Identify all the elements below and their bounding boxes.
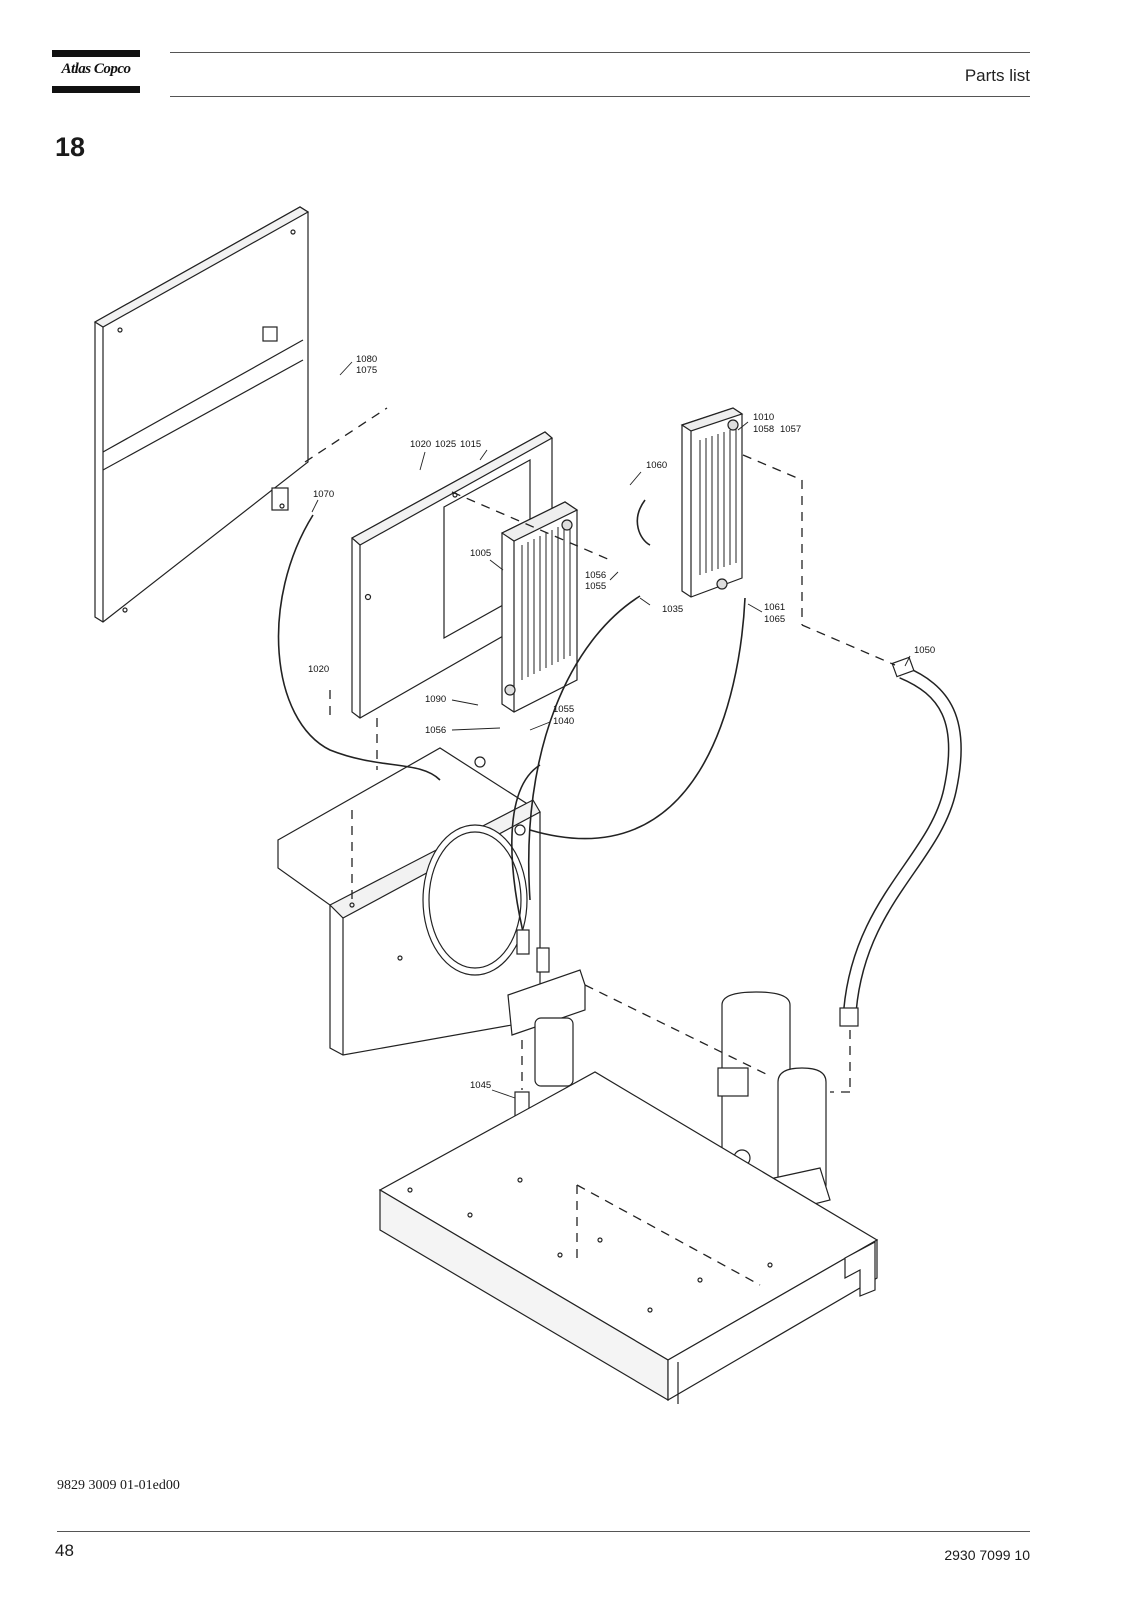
page-number: 48	[55, 1541, 74, 1560]
callout-1061: 1061	[764, 602, 785, 613]
callout-1020-left: 1020	[308, 664, 329, 675]
logo-wordmark: Atlas Copco	[61, 61, 131, 77]
atlas-copco-logo: Atlas Copco	[52, 50, 140, 94]
hose-1050	[839, 656, 962, 1027]
exploded-parts-drawing: 1080 1075 1070 1020 1025 1015 1005 1020 …	[93, 206, 962, 1404]
assembly-guide-lines	[304, 407, 896, 1286]
callout-1055-upper: 1055	[585, 581, 606, 592]
callout-1060: 1060	[646, 460, 667, 471]
order-number: 2930 7099 10	[944, 1547, 1030, 1563]
callout-1040: 1040	[553, 716, 574, 727]
leader-lines	[311, 361, 911, 1099]
callout-1005: 1005	[470, 548, 491, 559]
cables	[277, 499, 746, 1147]
callout-labels: 1080 1075 1070 1020 1025 1015 1005 1020 …	[308, 354, 935, 1091]
cooler-1005	[500, 501, 579, 713]
document-code: 9829 3009 01-01ed00	[57, 1478, 180, 1493]
callout-1056-upper: 1056	[585, 570, 606, 581]
header-rule-top	[170, 52, 1030, 53]
callout-1025: 1025	[435, 439, 456, 450]
back-panel	[93, 206, 310, 623]
header-rule-bottom	[170, 96, 1030, 97]
cooler-1010	[680, 407, 744, 598]
footer-rule	[57, 1531, 1030, 1532]
callout-1020-top: 1020	[410, 439, 431, 450]
header-title: Parts list	[964, 66, 1030, 85]
callout-1058: 1058	[753, 424, 774, 435]
callout-1055-lower: 1055	[553, 704, 574, 715]
callout-1080: 1080	[356, 354, 377, 365]
logo-bar-top	[52, 50, 140, 57]
callout-1045: 1045	[470, 1080, 491, 1091]
callout-1050: 1050	[914, 645, 935, 656]
callout-1010: 1010	[753, 412, 774, 423]
logo-bar-bottom	[52, 86, 140, 93]
callout-1090: 1090	[425, 694, 446, 705]
callout-1070: 1070	[313, 489, 334, 500]
callout-1075: 1075	[356, 365, 377, 376]
base-plate	[378, 1071, 879, 1404]
callout-1056-lower: 1056	[425, 725, 446, 736]
section-number: 18	[55, 132, 86, 162]
callout-1015: 1015	[460, 439, 481, 450]
callout-1057: 1057	[780, 424, 801, 435]
callout-1035: 1035	[662, 604, 683, 615]
callout-1065: 1065	[764, 614, 785, 625]
fan-housing	[277, 747, 541, 1056]
cooler-frame	[350, 431, 554, 719]
